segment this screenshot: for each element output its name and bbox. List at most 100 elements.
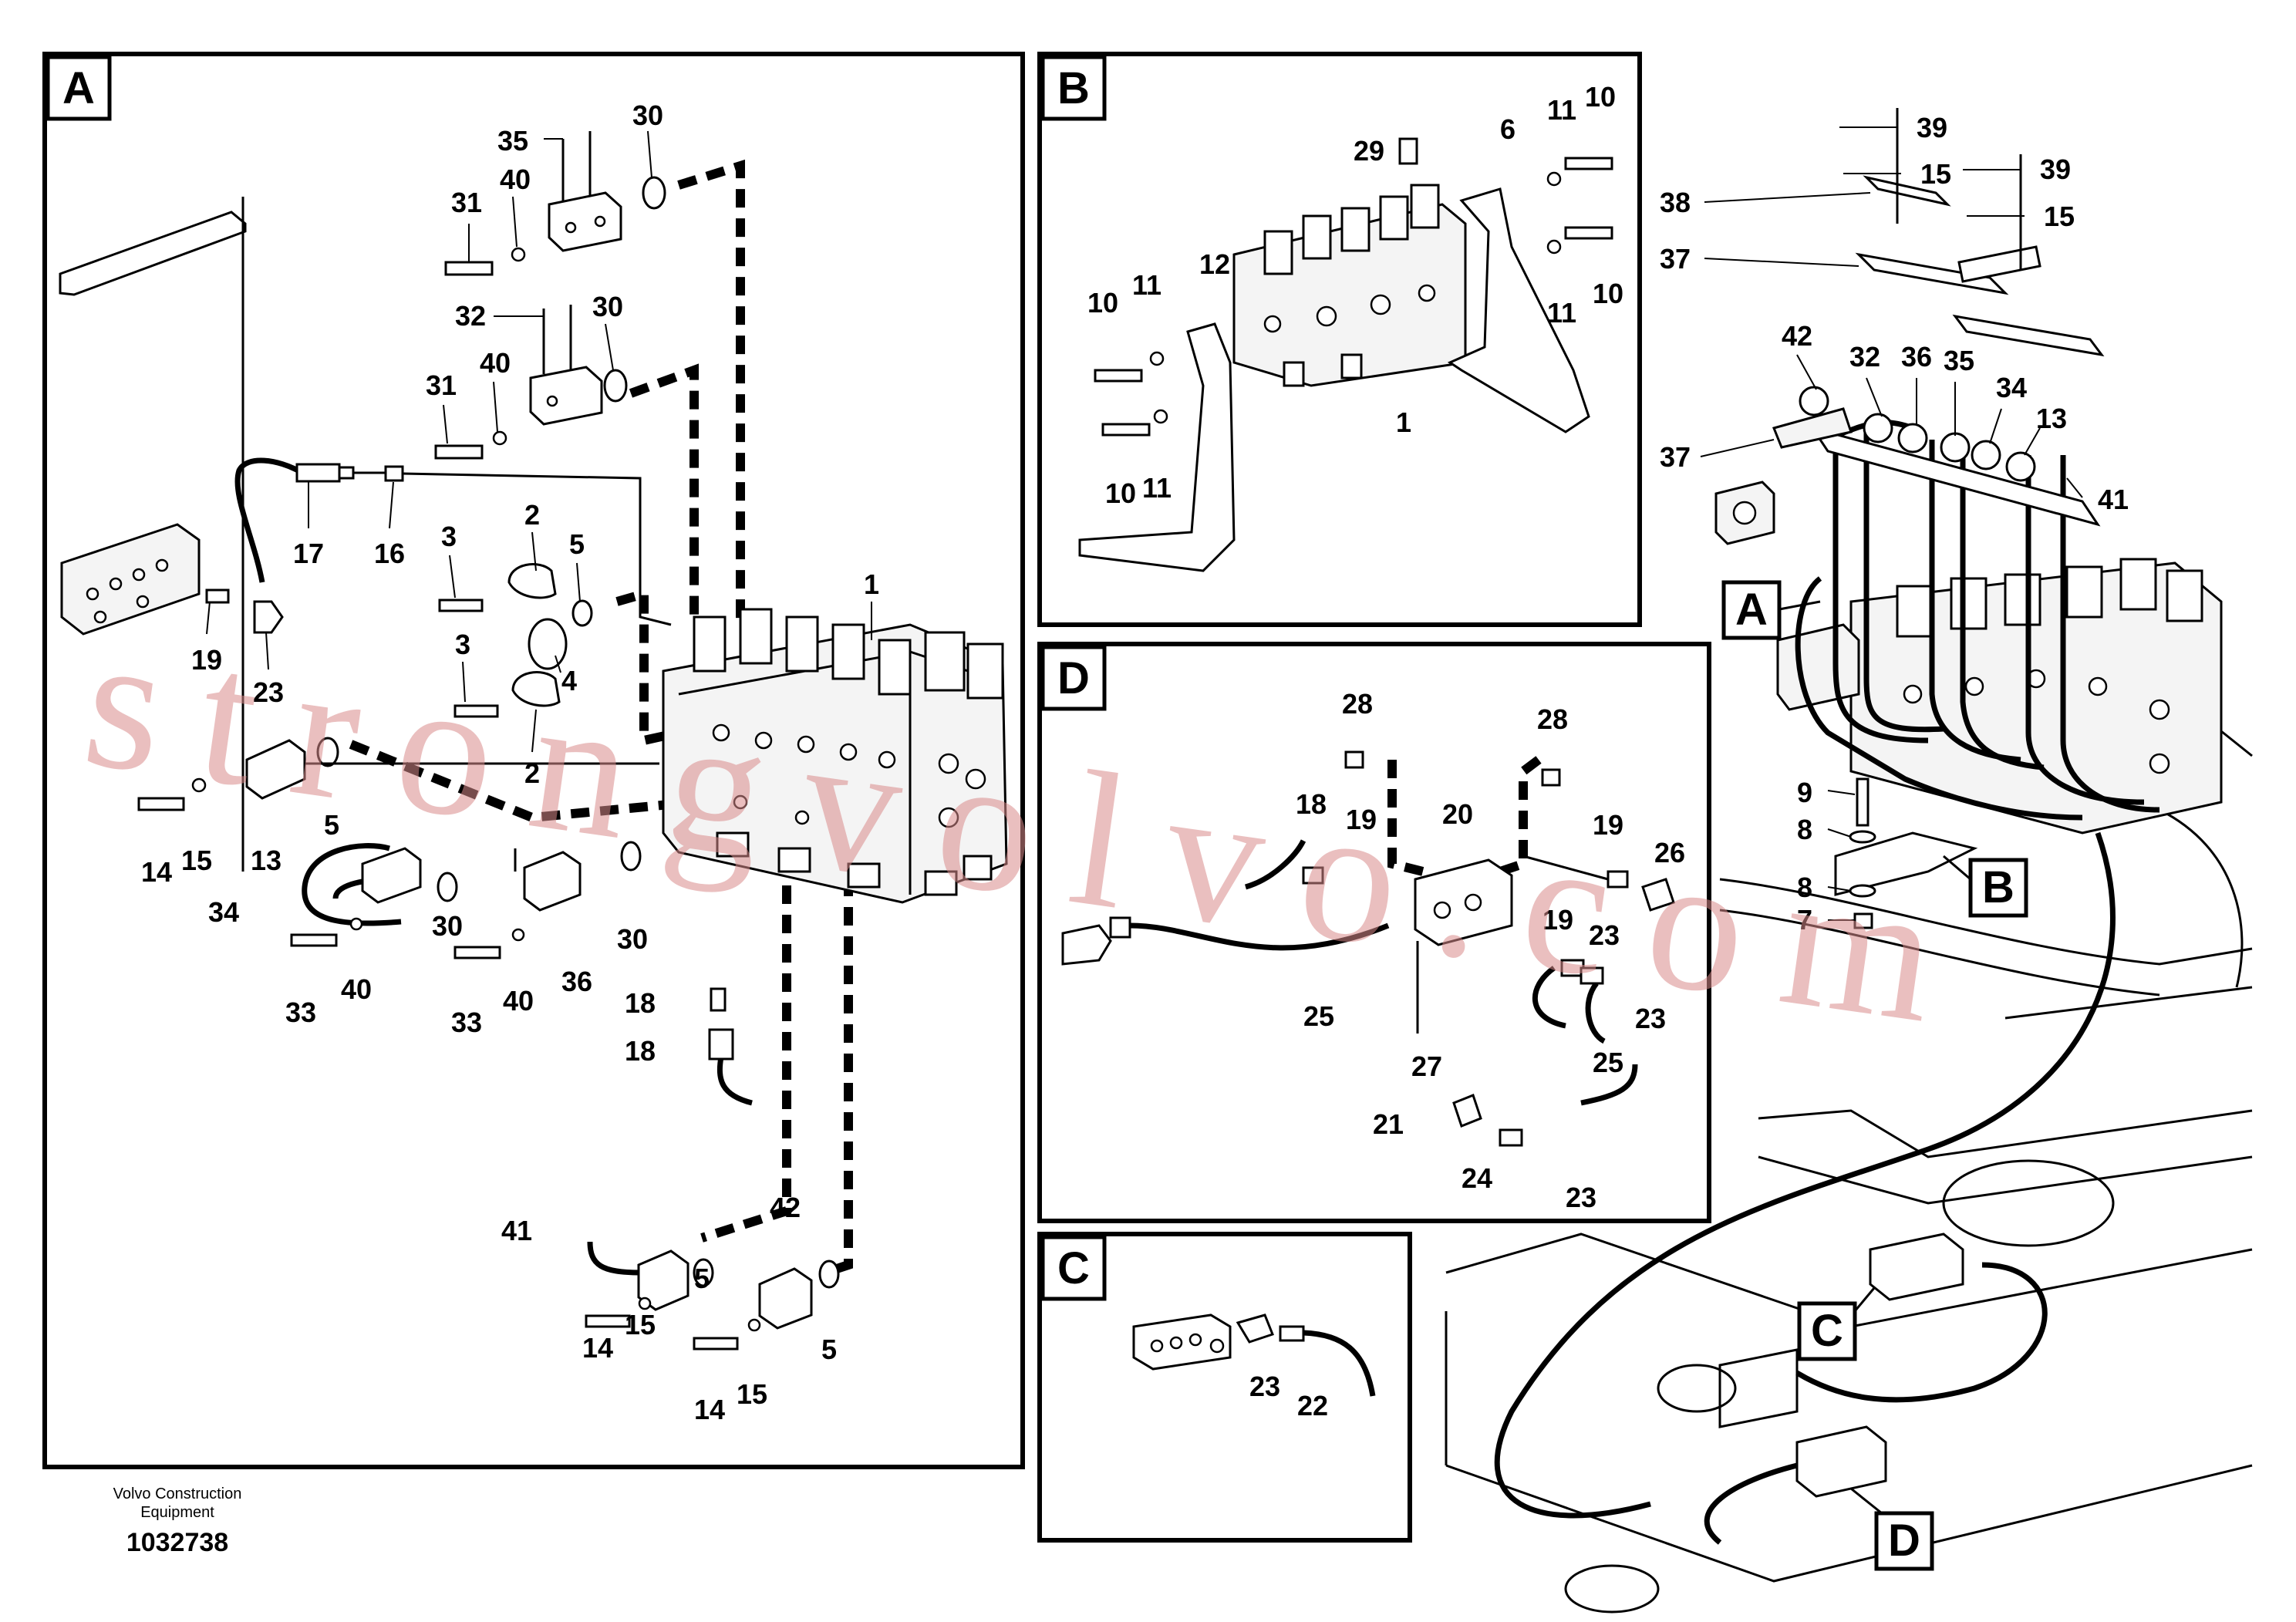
callout-20: 20 — [1442, 798, 1473, 830]
flange-41 — [637, 1249, 689, 1311]
dashed-route — [677, 159, 745, 625]
hole — [1188, 1333, 1202, 1347]
hose-17 — [234, 457, 302, 583]
callout-11: 11 — [1142, 472, 1172, 504]
panel-b: B 29 6 — [1037, 52, 1642, 627]
leader-lines — [206, 130, 872, 753]
callout-19: 19 — [191, 644, 222, 676]
screw-3 — [438, 599, 484, 612]
view-tag-d-pointer — [1850, 1487, 1883, 1515]
frame-edge — [2004, 986, 2253, 1020]
callout-40: 40 — [341, 973, 372, 1005]
pipe-34 — [2025, 455, 2145, 805]
panel-b-letter-box — [1040, 55, 1107, 121]
washer-11 — [1149, 351, 1165, 366]
view-tag-d: D — [1888, 1516, 1920, 1566]
panel-c: C 23 22 — [1037, 1232, 1412, 1543]
pipe-loop — [1795, 576, 2083, 821]
callout-34: 34 — [1996, 372, 2027, 403]
screw-31 — [434, 444, 484, 460]
track-frame — [1758, 1109, 2253, 1158]
callout-31: 31 — [426, 369, 457, 401]
screw-33 — [453, 946, 501, 959]
swing-ring — [1942, 1159, 2115, 1247]
pipe-32 — [1863, 432, 1944, 733]
callout-8: 8 — [1797, 814, 1812, 845]
bracket-12 — [1078, 322, 1236, 572]
callout-40: 40 — [480, 347, 511, 379]
callout-22: 23 — [1566, 1182, 1596, 1213]
mounting-bracket — [59, 211, 247, 296]
o-ring-5 — [693, 1258, 714, 1287]
control-valve-1 — [662, 608, 1008, 904]
hole — [86, 587, 99, 601]
flange-35 — [548, 191, 622, 252]
clamp-38 — [1863, 175, 1951, 207]
clamp-38 — [1957, 245, 2041, 283]
panel-a-letter-box — [46, 55, 112, 121]
callout-10: 10 — [1105, 477, 1136, 509]
screw-33 — [290, 933, 338, 947]
view-tag-c-box — [1797, 1301, 1857, 1361]
callout-3: 3 — [455, 629, 470, 660]
view-tag-a: A — [1735, 585, 1768, 635]
bolt-9 — [1856, 777, 1870, 827]
hole — [93, 610, 107, 624]
callout-7: 7 — [1797, 904, 1812, 936]
o-ring-30 — [603, 369, 628, 403]
fitting-26 — [1641, 878, 1675, 912]
hose-18 — [716, 1056, 753, 1106]
washer-15 — [638, 1297, 652, 1310]
bracket-6 — [1447, 187, 1590, 433]
panel-d: D 28 28 18 19 20 19 2 — [1037, 642, 1711, 1223]
panel-d-letter-box — [1040, 645, 1107, 711]
chassis — [1445, 1233, 2253, 1328]
flange-13 — [245, 739, 306, 800]
hose-25 — [1532, 966, 1566, 1029]
fitting-34 — [1971, 440, 2001, 470]
callout-2: 2 — [524, 499, 540, 531]
control-valve-1 — [1232, 184, 1467, 387]
washer-11 — [1153, 409, 1168, 424]
callout-5: 5 — [324, 809, 339, 841]
callout-41: 41 — [2098, 484, 2129, 515]
footer-doc-number: 1032738 — [126, 1528, 229, 1557]
block-20 — [1414, 858, 1513, 946]
screw-31 — [444, 261, 494, 276]
bolt-10 — [1564, 226, 1613, 240]
callout-10: 10 — [1087, 287, 1118, 319]
clamp-37 — [1952, 314, 2105, 357]
hole — [1169, 1336, 1183, 1350]
plate-37 — [1772, 407, 1853, 449]
callout-39: 39 — [1917, 112, 1947, 143]
bolt-10 — [1564, 157, 1613, 170]
flange-36 — [523, 851, 582, 912]
fitting-19 — [1580, 966, 1604, 985]
o-ring-5 — [818, 1259, 840, 1289]
callout-36: 36 — [1901, 341, 1932, 373]
hole — [1209, 1338, 1225, 1354]
callout-16: 16 — [374, 538, 405, 569]
pipe — [1522, 855, 1609, 881]
callout-11: 11 — [1132, 269, 1161, 301]
washer-40 — [349, 917, 363, 931]
track-frame — [1758, 1155, 2253, 1205]
clamp-2 — [511, 671, 561, 707]
callout-23: 23 — [1249, 1371, 1280, 1402]
fitting-36 — [1897, 423, 1928, 454]
hose-25 — [1585, 981, 1606, 1044]
callout-13: 13 — [251, 845, 282, 876]
pipe-route — [402, 472, 672, 626]
view-tag-b: B — [1982, 862, 2014, 912]
callout-1: 1 — [1396, 406, 1411, 438]
overview-illustration: A B C D — [1445, 108, 2253, 1614]
panel-c-letter: C — [1057, 1243, 1090, 1293]
hole — [594, 215, 606, 228]
plug-28 — [1344, 750, 1364, 769]
callout-1: 1 — [864, 568, 879, 600]
callout-35: 35 — [1944, 345, 1974, 376]
o-ring-5 — [571, 599, 593, 627]
callout-5: 5 — [694, 1263, 710, 1294]
panel-d-letter: D — [1057, 653, 1090, 703]
